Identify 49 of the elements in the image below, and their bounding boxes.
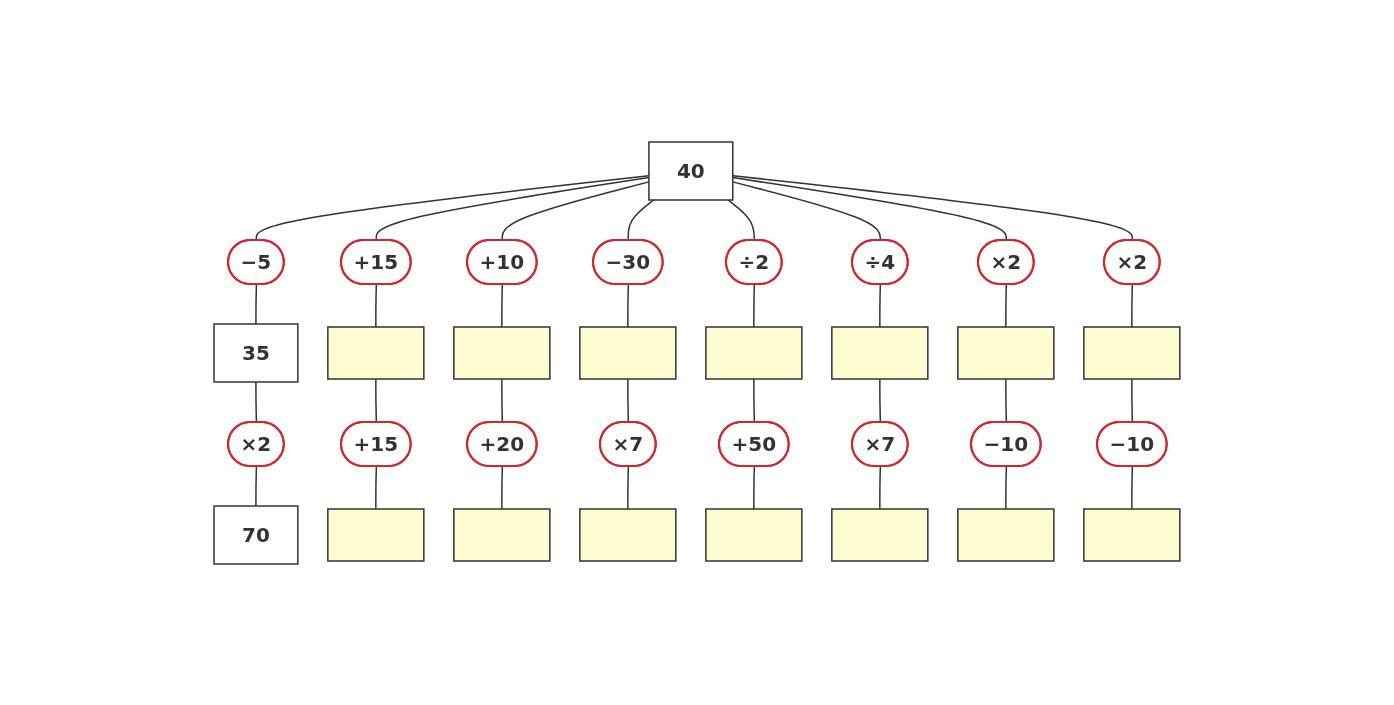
connector	[753, 465, 756, 510]
connector	[501, 377, 504, 423]
node-box	[831, 325, 929, 380]
node-box	[453, 507, 551, 562]
connector	[627, 283, 630, 328]
connector	[753, 283, 756, 328]
node-box	[579, 325, 677, 380]
node-box	[957, 507, 1055, 562]
connector	[732, 174, 1134, 241]
node-box	[453, 325, 551, 380]
connector	[1005, 465, 1008, 510]
node-box	[705, 325, 803, 380]
connector	[1005, 283, 1008, 328]
node-box	[831, 507, 929, 562]
connector	[255, 380, 258, 423]
connector	[255, 465, 258, 507]
connector	[1131, 377, 1134, 423]
connector	[1131, 283, 1134, 328]
connector	[879, 465, 882, 510]
connector	[375, 465, 378, 510]
connector	[879, 377, 882, 423]
node-box	[957, 325, 1055, 380]
connector	[375, 283, 378, 328]
connector	[501, 283, 504, 328]
connector	[732, 176, 1008, 241]
connector	[753, 377, 756, 423]
node-box: 40	[648, 140, 734, 201]
connector	[732, 180, 882, 241]
connector	[727, 198, 756, 241]
node-box	[1083, 325, 1181, 380]
connector	[375, 176, 650, 241]
connector	[879, 283, 882, 328]
node-box: 70	[213, 504, 299, 565]
connector	[375, 377, 378, 423]
connector	[627, 465, 630, 510]
connector	[627, 377, 630, 423]
node-box: 35	[213, 322, 299, 383]
connector	[255, 283, 258, 325]
connector	[255, 174, 650, 241]
node-box	[327, 325, 425, 380]
connector	[1005, 377, 1008, 423]
connector	[501, 465, 504, 510]
connector	[627, 198, 655, 241]
connector	[501, 180, 650, 241]
node-box	[1083, 507, 1181, 562]
node-box	[327, 507, 425, 562]
node-box	[579, 507, 677, 562]
connector	[1131, 465, 1134, 510]
node-box	[705, 507, 803, 562]
